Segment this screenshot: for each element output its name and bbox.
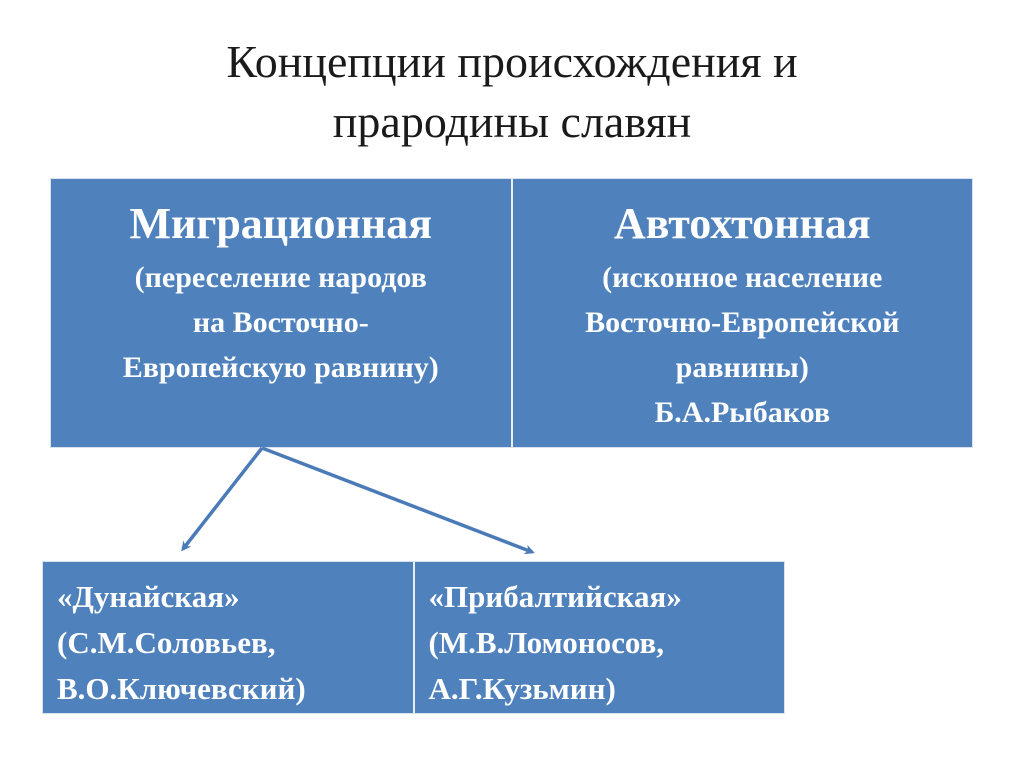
variant-danube-cell: «Дунайская» (С.М.Соловьев, В.О.Ключевски… xyxy=(43,562,415,713)
concept-autochthonous-cell: Автохтонная (исконное население Восточно… xyxy=(513,179,973,447)
concept-autochthonous-author: Б.А.Рыбаков xyxy=(654,396,831,429)
concept-autochthonous-description: (исконное население Восточно-Европейской… xyxy=(585,261,900,384)
title-line-1: Концепции происхождения и xyxy=(226,36,798,87)
title-line-2: прародины славян xyxy=(332,96,692,147)
concept-migration-description: (переселение народов на Восточно- Европе… xyxy=(122,261,439,384)
concept-autochthonous-name: Автохтонная xyxy=(613,199,871,248)
migration-variants-table: «Дунайская» (С.М.Соловьев, В.О.Ключевски… xyxy=(42,561,785,714)
variant-baltic-cell: «Прибалтийская» (М.В.Ломоносов, А.Г.Кузь… xyxy=(428,579,682,706)
arrow-to-danube xyxy=(181,446,264,552)
concept-migration-name: Миграционная xyxy=(129,199,433,248)
concept-migration-cell: Миграционная (переселение народов на Вос… xyxy=(51,179,513,447)
concepts-table: Миграционная (переселение народов на Вос… xyxy=(50,178,973,448)
arrow-to-baltic xyxy=(261,446,535,555)
page-title: Концепции происхождения и прародины слав… xyxy=(0,32,1024,152)
